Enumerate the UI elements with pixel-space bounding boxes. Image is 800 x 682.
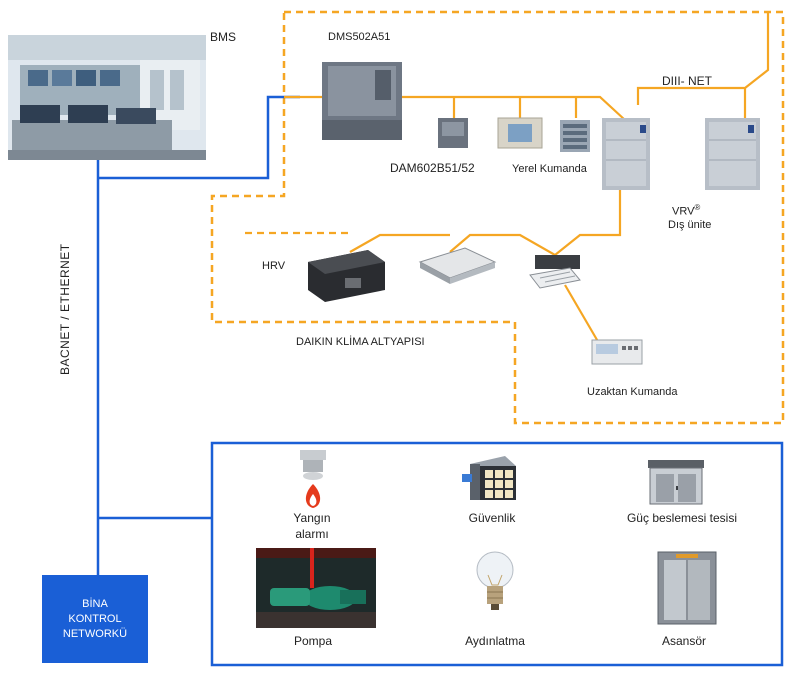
fire-alarm-icon: [300, 450, 326, 508]
hrv-label: HRV: [262, 260, 286, 272]
bina-kontrol-box: BİNA KONTROL NETWORKÜ: [42, 575, 148, 663]
daikin-boundary: [210, 10, 785, 425]
yerel-kumanda-image: [497, 117, 590, 152]
uzaktan-kumanda-label: Uzaktan Kumanda: [587, 386, 678, 398]
elevator-icon: [657, 551, 717, 625]
vrv-outdoor-unit-1: [602, 118, 650, 190]
building-systems-box: [210, 441, 784, 667]
dms-controller-image: [322, 62, 402, 140]
bina-line-3: NETWORKÜ: [62, 627, 128, 640]
bms-room-image: [8, 35, 206, 160]
diii-net-label: DIII- NET: [662, 74, 712, 88]
bms-label: BMS: [210, 30, 237, 44]
bina-line-2: KONTROL: [68, 612, 122, 625]
ethernet-lines: [96, 95, 300, 575]
pump-image: [256, 548, 376, 628]
yangin-label-1: Yangın: [293, 511, 331, 525]
guvenlik-label: Güvenlik: [468, 511, 516, 525]
yerel-kumanda-label: Yerel Kumanda: [512, 163, 587, 175]
pompa-label: Pompa: [293, 634, 333, 648]
dms-label: DMS502A51: [328, 31, 391, 43]
yangin-label-2: alarmı: [295, 527, 329, 541]
asansor-label: Asansör: [661, 634, 707, 648]
dam-label: DAM602B51/52: [390, 161, 475, 175]
light-bulb-icon: [476, 551, 514, 610]
bina-line-1: BİNA: [82, 597, 108, 610]
guc-label: Güç beslemesi tesisi: [626, 511, 738, 525]
security-icon: [462, 456, 516, 500]
dis-unite-label: Dış ünite: [668, 219, 712, 231]
ceiling-unit-image: [529, 255, 581, 289]
aydinlatma-label: Aydınlatma: [465, 634, 525, 648]
bacnet-label: BACNET / ETHERNET: [58, 243, 72, 375]
vrv-outdoor-unit-2: [705, 118, 760, 190]
uzaktan-kumanda-image: [591, 339, 643, 365]
vrv-label: VRV®: [672, 203, 701, 218]
cassette-unit-image: [418, 247, 497, 284]
power-supply-icon: [648, 460, 704, 505]
hrv-unit-image: [308, 250, 385, 302]
dam-device-image: [438, 118, 468, 148]
daikin-label: DAIKIN KLİMA ALTYAPISI: [296, 336, 425, 348]
